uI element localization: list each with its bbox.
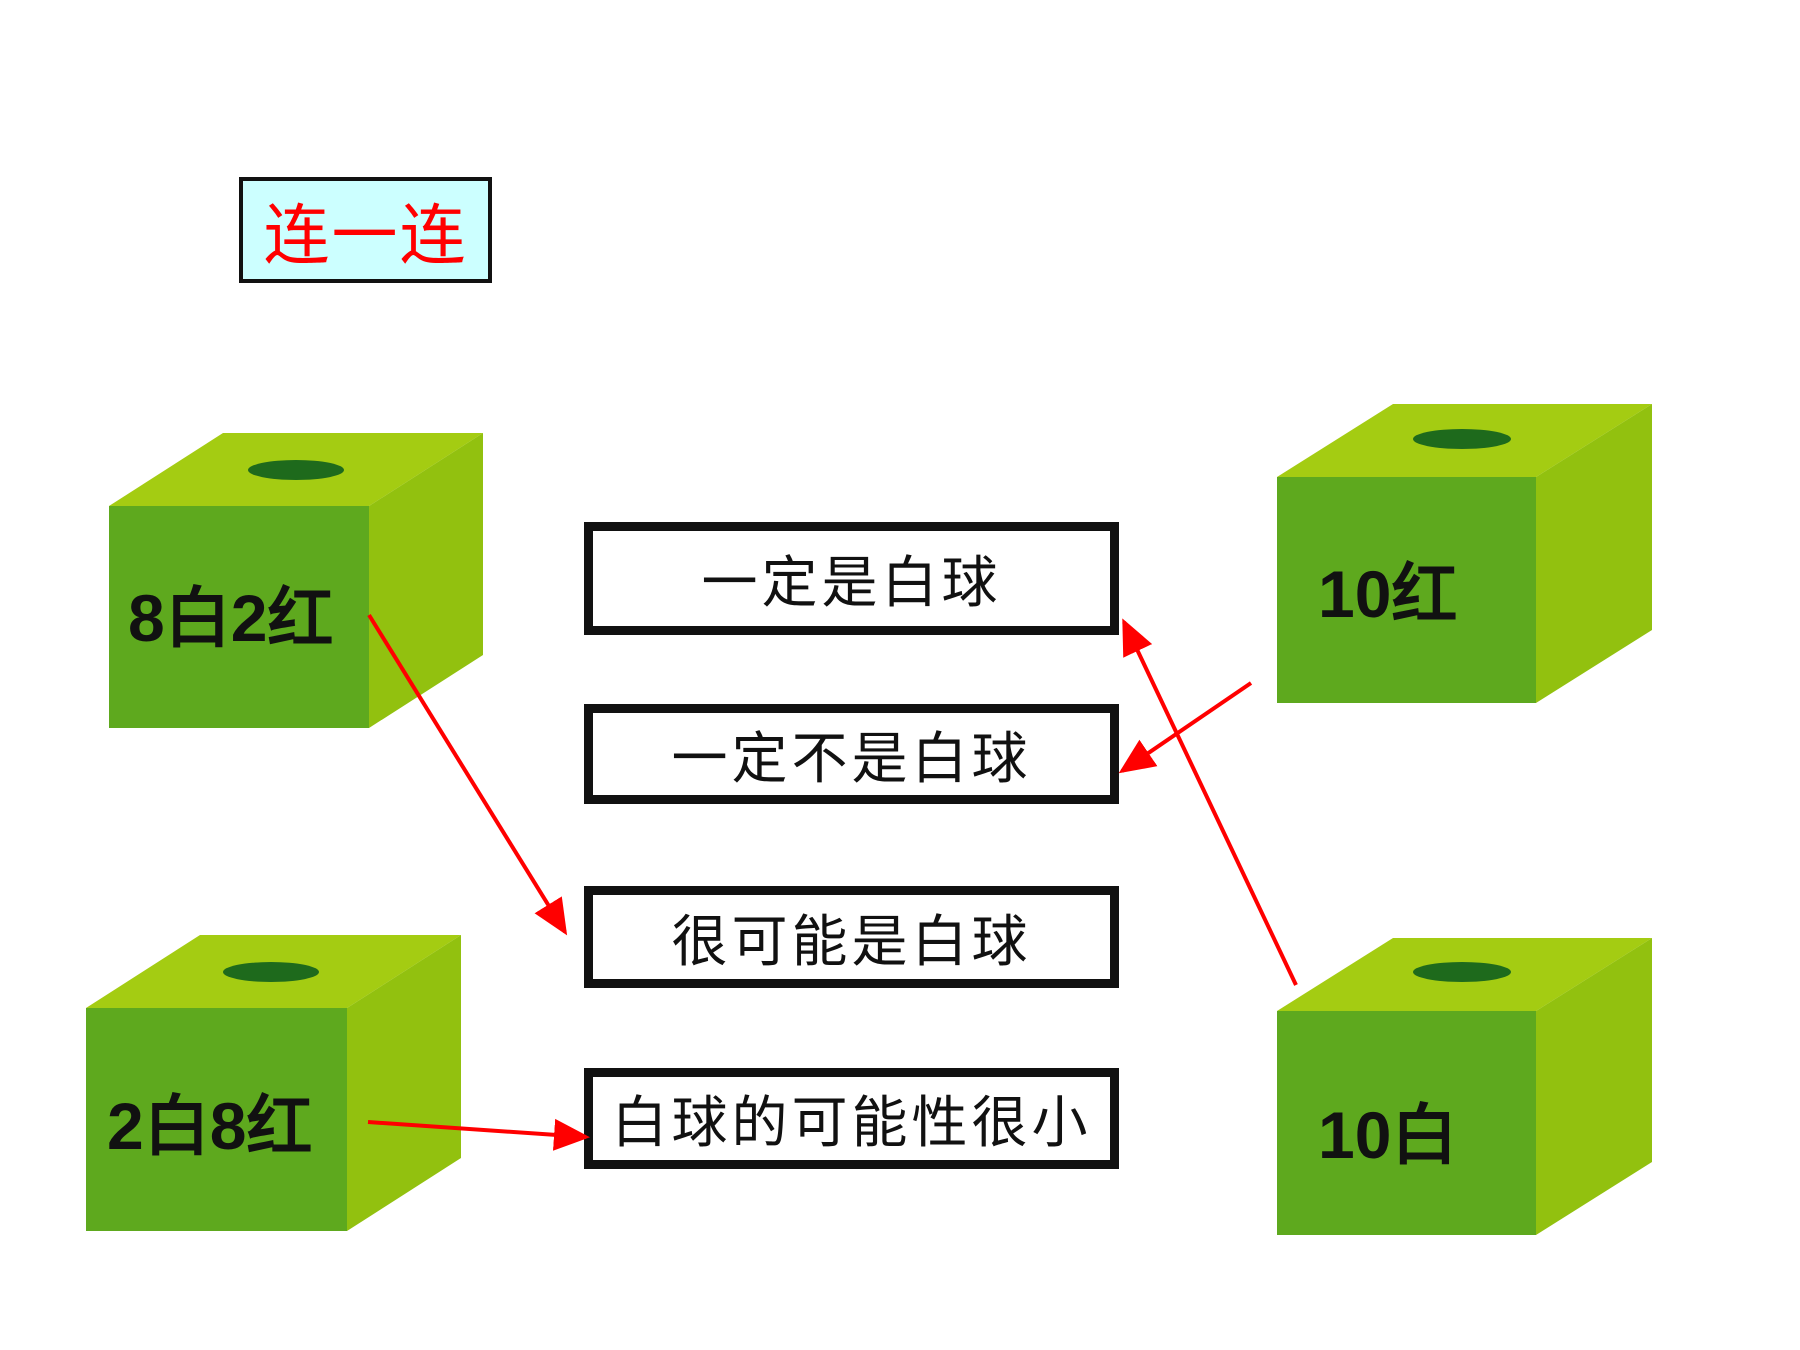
box-label: 10白 xyxy=(1318,1098,1458,1172)
title-text: 连一连 xyxy=(263,197,468,274)
title-box: 连一连 xyxy=(239,177,492,283)
arrow-10w-to-certain-white xyxy=(1122,618,1298,986)
arrow-10r-to-certain-not-white xyxy=(1118,681,1253,774)
choice-label: 白球的可能性很小 xyxy=(611,1091,1092,1156)
box-label: 2白8红 xyxy=(107,1089,313,1163)
box-label: 8白2红 xyxy=(128,581,334,655)
box-2w8r-shape xyxy=(86,935,461,1231)
choice-likely-white[interactable]: 很可能是白球 xyxy=(584,886,1119,988)
box-label: 10红 xyxy=(1318,557,1458,631)
choice-label: 一定是白球 xyxy=(701,551,1002,616)
choice-certain-white[interactable]: 一定是白球 xyxy=(584,522,1119,635)
choice-label: 很可能是白球 xyxy=(671,909,1032,975)
choice-label: 一定不是白球 xyxy=(671,726,1032,792)
box-10r-shape xyxy=(1277,404,1652,703)
choice-unlikely-white[interactable]: 白球的可能性很小 xyxy=(584,1068,1119,1169)
box-10w-shape xyxy=(1277,938,1652,1235)
choice-certain-not-white[interactable]: 一定不是白球 xyxy=(584,704,1119,804)
